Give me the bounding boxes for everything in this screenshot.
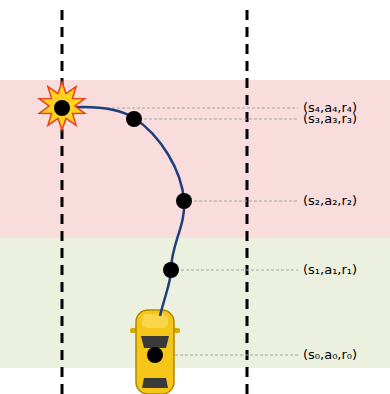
leader-line: [171, 270, 298, 271]
car-body: [136, 310, 174, 394]
leader-line: [155, 355, 298, 356]
state-dot: [163, 262, 179, 278]
leader-line: [134, 119, 298, 120]
lane-line: [246, 10, 249, 394]
trajectory: [62, 107, 184, 316]
explosion-symbol: [39, 82, 85, 130]
car-windshield: [141, 336, 169, 348]
danger-region: [0, 80, 390, 238]
car: [130, 310, 180, 394]
state-label: (s₃,a₃,r₃): [303, 110, 357, 128]
leader-line: [184, 201, 298, 202]
state-label: (s₀,a₀,r₀): [303, 346, 357, 364]
safe-region: [0, 238, 390, 368]
state-dot: [54, 100, 70, 116]
state-dot: [176, 193, 192, 209]
state-dot: [126, 111, 142, 127]
state-dot: [147, 347, 163, 363]
car-rear-window: [142, 378, 168, 388]
leader-lines: [62, 108, 298, 355]
car-hood: [142, 314, 168, 328]
lane-line: [61, 10, 64, 394]
state-label: (s₁,a₁,r₁): [303, 261, 357, 279]
state-label: (s₂,a₂,r₂): [303, 192, 357, 210]
